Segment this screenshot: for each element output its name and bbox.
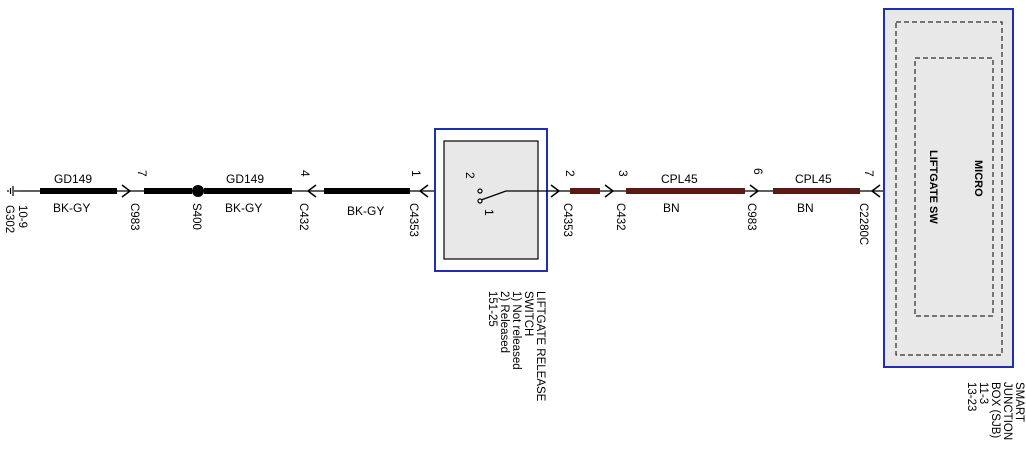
connector-c983-left-arrow [121,184,132,198]
wire-label-gd149-b: GD149 [226,172,264,186]
connector-c432-right-name: C432 [614,203,626,231]
splice-s400: S400 [190,203,202,230]
connector-c4353-left-pin: 1 [409,170,423,177]
sjb-micro-box [895,21,1003,356]
smart-junction-box: MICRO LIFTGATE SW SMART JUNCTION BOX (SJ… [883,8,1025,440]
wire-label-bn-a: BN [663,201,680,215]
wire-label-cpl45-a: CPL45 [661,172,698,186]
connector-c983-right-name: C983 [745,203,757,231]
connector-c983-left-name: C983 [128,203,140,231]
connector-c4353-right-arrow [550,184,561,198]
wire-label-gd149-a: GD149 [54,172,92,186]
sjb-label-line-3: BOX (SJB) [989,382,1001,438]
connector-c432-left-name: C432 [297,203,309,231]
ground-ref: 10-9 [16,205,28,228]
switch-label-line-4: 2) Released [498,291,510,353]
connector-c983-right-arrow [749,184,760,198]
splice-s400-dot [192,185,204,197]
switch-label-line-1: LIFTGATE RELEASE [534,291,546,402]
connector-c4353-right-name: C4353 [561,203,573,237]
switch-label-line-2: SWITCH [522,291,534,336]
connector-c983-left: 7 C983 [121,170,149,231]
connector-c2280c-arrow [870,184,881,198]
connector-c4353-left-name: C4353 [407,203,419,237]
liftgate-release-switch: 2 1 LIFTGATE RELEASE SWITCH 1) Not relea… [434,128,548,402]
connector-c983-left-pin: 7 [135,170,149,177]
connector-c4353-right-pin: 2 [563,170,577,177]
wire-label-bn-b: BN [797,201,814,215]
connector-c432-left-pin: 4 [298,170,312,177]
sjb-label-line-4: 11-3 [977,382,989,404]
connector-c2280c-pin: 7 [862,170,876,177]
ground-name: G302 [3,205,15,233]
ground-g302: G302 10-9 [3,186,28,233]
wire-label-bk-gy-b: BK-GY [225,201,262,215]
sjb-label-line-1: SMART [1013,382,1025,422]
connector-c432-left-arrow [306,184,317,198]
wire-label-bk-gy-a: BK-GY [53,201,90,215]
connector-c432-right-arrow [604,184,615,198]
sjb-label-line-5: 13-23 [965,382,977,411]
connector-c983-right-pin: 6 [751,168,765,175]
sjb-micro-label: MICRO [972,160,984,197]
sjb-label-line-2: JUNCTION [1001,382,1013,440]
switch-contact-2 [477,188,483,194]
switch-label-line-3: 1) Not released [510,291,522,370]
connector-c432-left: 4 C432 [297,170,317,231]
switch-pin-1: 1 [482,209,496,216]
connector-c2280c-name: C2280C [857,203,869,245]
sjb-liftgate-sw-label: LIFTGATE SW [927,150,939,224]
switch-blade [480,190,507,201]
connector-c4353-left-arrow [418,184,429,198]
switch-label-line-5: 151-25 [486,291,498,327]
brown-wire-group [547,184,915,198]
wire-label-bk-gy-c: BK-GY [347,204,384,218]
connector-c432-right-pin: 3 [616,170,630,177]
switch-body [443,140,539,260]
switch-pin-2: 2 [463,172,477,179]
connector-c4353-left: 1 C4353 [407,170,429,237]
wire-label-cpl45-b: CPL45 [795,172,832,186]
splice-s400-name: S400 [190,203,202,230]
sjb-outer-border [883,8,1014,368]
